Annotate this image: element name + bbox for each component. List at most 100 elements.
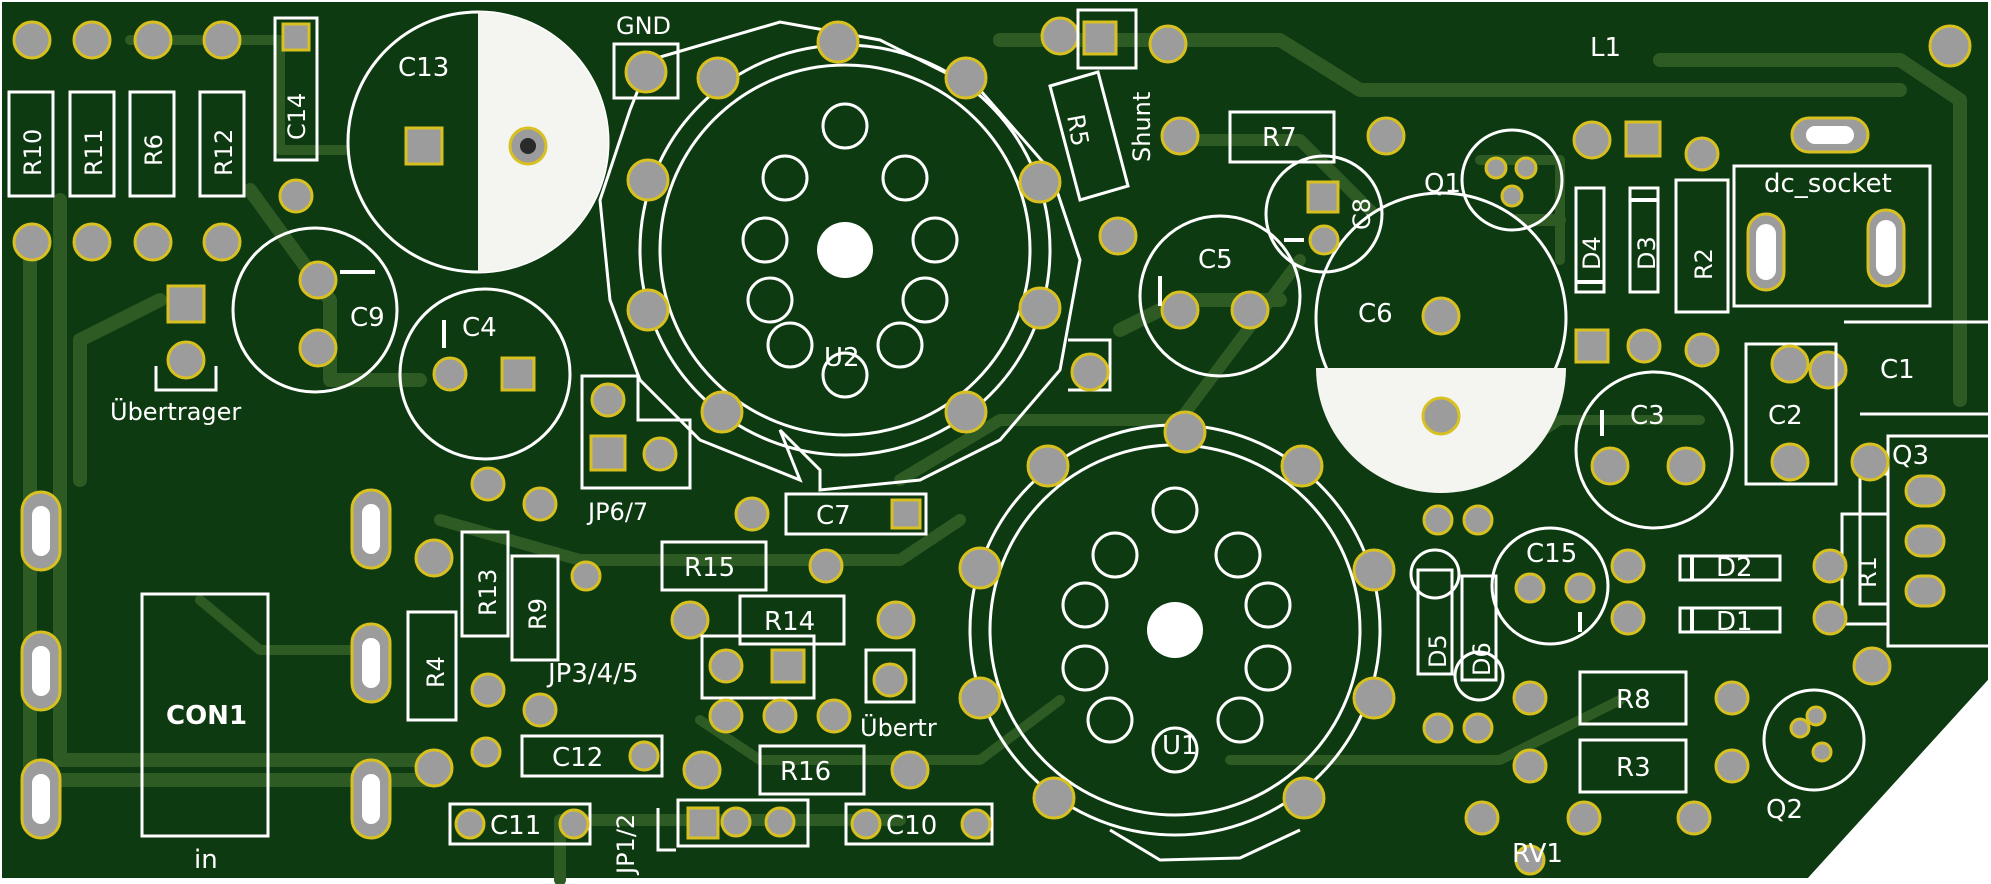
label-gnd: GND [616, 12, 671, 40]
label-c9: C9 [350, 303, 385, 333]
label-q2: Q2 [1766, 795, 1803, 825]
component-gnd: GND [612, 12, 680, 100]
component-rv1: RV1 [1464, 800, 1712, 876]
label-u2: U2 [824, 343, 860, 373]
label-r4: R4 [422, 656, 450, 688]
component-r4: R4 [406, 538, 458, 788]
label-uebertr: Übertr [860, 713, 937, 742]
component-shunt: Shunt [1076, 8, 1188, 162]
component-uebertr: Übertr [860, 648, 937, 742]
label-r5: R5 [1061, 112, 1094, 148]
component-r2: R2 [1674, 136, 1730, 368]
label-rv1: RV1 [1512, 839, 1563, 869]
label-dc-socket: dc_socket [1764, 169, 1892, 199]
label-c3: C3 [1630, 401, 1665, 431]
label-c4: C4 [462, 313, 497, 343]
component-uebertrager: Übertrager [110, 284, 241, 426]
label-c7: C7 [816, 501, 851, 531]
label-r12: R12 [210, 129, 238, 176]
board-edge-cut [1808, 680, 1991, 884]
label-c8: C8 [1348, 198, 1376, 230]
label-u1: U1 [1162, 731, 1198, 761]
component-r1: R1 [1840, 442, 1892, 686]
label-r13: R13 [474, 569, 502, 616]
component-c15: C15 [1490, 526, 1610, 646]
oval-pads-left [20, 488, 392, 840]
component-c5: C5 [1138, 214, 1302, 378]
label-r2: R2 [1690, 248, 1718, 280]
component-con1: CON1 in [140, 592, 270, 875]
label-d4: D4 [1578, 236, 1606, 270]
label-in: in [194, 845, 218, 875]
component-c7: C7 [734, 492, 928, 536]
label-c15: C15 [1526, 539, 1577, 569]
resistor-bank-left: R10 R11 R6 R12 [7, 20, 246, 262]
label-r16: R16 [780, 757, 831, 787]
component-r14: R14 [670, 594, 916, 646]
label-c6: C6 [1358, 299, 1393, 329]
component-dc-socket: dc_socket [1732, 116, 1932, 308]
label-uebertrager: Übertrager [110, 397, 241, 426]
component-r13: R13 [460, 466, 510, 708]
label-d3: D3 [1633, 236, 1661, 270]
label-r10: R10 [19, 129, 47, 176]
label-c2: C2 [1768, 401, 1803, 431]
component-jp12: JP1/2 [612, 798, 810, 876]
component-jp67: JP6/7 [580, 374, 692, 526]
label-r11: R11 [80, 129, 108, 176]
component-r5: R5 [1040, 16, 1138, 256]
component-r8: R8 [1512, 670, 1750, 726]
component-c8: C8 [1264, 154, 1384, 274]
label-q1: Q1 [1424, 169, 1461, 199]
component-c4: C4 [398, 287, 572, 461]
component-r16: R16 [682, 744, 930, 796]
component-c12: C12 [470, 734, 664, 778]
component-c6: C6 [1314, 191, 1568, 493]
label-con1: CON1 [166, 701, 247, 731]
label-c13: C13 [398, 53, 449, 83]
component-r9: R9 [510, 486, 560, 728]
label-d5: D5 [1424, 634, 1452, 668]
component-c3: C3 [1574, 370, 1734, 530]
component-r3: R3 [1512, 738, 1750, 794]
component-d3: D3 [1624, 120, 1662, 364]
label-r6: R6 [140, 134, 168, 166]
component-r15: R15 [660, 540, 844, 592]
component-d4: D4 [1572, 120, 1612, 364]
label-c14: C14 [283, 93, 311, 140]
pad-l1 [1928, 24, 1972, 68]
pad-r9-side [570, 560, 602, 592]
label-jp12: JP1/2 [612, 814, 640, 876]
label-r1: R1 [1854, 556, 1882, 588]
component-d6: D6 [1453, 504, 1505, 744]
label-c5: C5 [1198, 245, 1233, 275]
component-q1: Q1 [1424, 128, 1564, 232]
component-c13: C13 [346, 10, 610, 274]
component-pad-u2-side [1068, 338, 1112, 392]
tube-socket-u2: U2 [598, 20, 1082, 492]
label-c12: C12 [552, 743, 603, 773]
label-r3: R3 [1616, 753, 1651, 783]
label-r9: R9 [524, 598, 552, 630]
label-d2: D2 [1716, 553, 1753, 583]
label-r7: R7 [1262, 123, 1297, 153]
component-c10: C10 [844, 802, 994, 846]
component-c9: C9 [231, 226, 399, 394]
label-c11: C11 [490, 811, 541, 841]
component-c14: C14 [273, 16, 319, 214]
label-c1: C1 [1880, 355, 1915, 385]
component-d1: D1 [1610, 600, 1848, 637]
label-jp345: JP3/4/5 [546, 659, 639, 689]
label-d6: D6 [1468, 642, 1496, 676]
label-q3: Q3 [1892, 441, 1929, 471]
component-c2: C2 [1744, 342, 1838, 486]
tube-socket-u1: U1 [958, 410, 1396, 862]
component-r7: R7 [1160, 110, 1406, 164]
label-c10: C10 [886, 811, 937, 841]
label-shunt: Shunt [1128, 92, 1156, 162]
component-jp345: JP3/4/5 [546, 634, 852, 734]
label-jp67: JP6/7 [586, 498, 648, 526]
component-q2: Q2 [1762, 688, 1866, 825]
component-d5: D5 [1409, 504, 1461, 744]
